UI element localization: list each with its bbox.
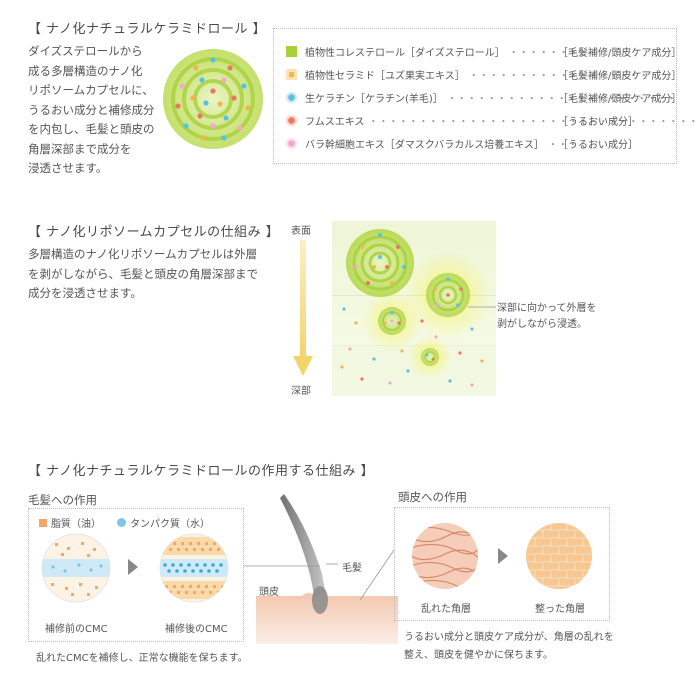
legend-category: ［うるおい成分］ [558, 139, 638, 151]
legend-item-rose-stem-cell: バラ幹細胞エキス［ダマスクバラカルス培養エキス］ ・・・ ［うるおい成分］ [286, 134, 638, 152]
legend-item-yuzu-ceramide: 植物性セラミド［ユズ果実エキス］ ・・・・・・・・・・・・・・・・・・ ［毛髪補… [286, 65, 681, 83]
leader-dots: ・・・・・・・・・・・・・・・・・・・・・・・ [446, 93, 677, 105]
scalp-layer [256, 593, 398, 644]
penetration-illustration [332, 221, 496, 396]
legend-category: ［毛髪補修/頭皮ケア成分］ [558, 47, 682, 59]
legend-item-soy-sterol: 植物性コレステロール［ダイズステロール］ ・・・・・・・・ ［毛髪補修/頭皮ケア… [286, 42, 681, 60]
circle-blue-icon [117, 518, 126, 527]
arrow-right-icon [498, 548, 508, 564]
legend-label: 植物性セラミド［ユズ果実エキス］ [305, 70, 465, 82]
scalp-effect-title: 頭皮への作用 [398, 490, 467, 504]
depth-arrow-icon [293, 240, 313, 376]
leader-dots: ・・・・・・・・ [508, 47, 589, 59]
legend-label: バラ幹細胞エキス［ダマスクバラカルス培養エキス］ [305, 139, 544, 151]
capsule-outer-layer [163, 49, 263, 149]
disordered-stratum-illustration [412, 523, 478, 589]
section3-title: 【 ナノ化ナチュラルケラミドロールの作用する仕組み 】 [28, 464, 375, 479]
deep-label: 深部 [291, 386, 311, 397]
hair-label: 毛髪 [342, 563, 362, 574]
hair-root [312, 586, 328, 614]
ingredient-legend: 植物性コレステロール［ダイズステロール］ ・・・・・・・・ ［毛髪補修/頭皮ケア… [273, 28, 698, 164]
legend-category: ［うるおい成分］ [558, 116, 638, 128]
scalp-label: 頭皮 [259, 587, 279, 598]
capsule-particles [175, 57, 251, 141]
legend-item-humus: フムスエキス ・・・・・・・・・・・・・・・・・・・・・・・・・・・・・・・・・… [286, 111, 700, 129]
cmc-after-label: 補修後のCMC [165, 624, 228, 635]
cmc-after-illustration [159, 533, 229, 603]
capsule-medium [426, 273, 470, 317]
leader-dots: ・・・・・・・・・・・・・・・・・・ [468, 70, 649, 82]
legend-category: ［毛髪補修/頭皮ケア成分］ [558, 70, 682, 82]
surface-label: 表面 [291, 226, 311, 237]
hair-effect-panel: 脂質（油） タンパク質（水） [28, 508, 244, 642]
dot-square-orange-icon [286, 68, 297, 80]
legend-category: ［毛髪補修/頭皮ケア成分］ [558, 93, 682, 105]
hair-effect-title: 毛髪への作用 [28, 493, 97, 507]
section2-title: 【 ナノ化リポソームカプセルの仕組み 】 [28, 225, 280, 240]
capsule-tiny [421, 348, 439, 366]
square-orange-icon [39, 518, 47, 527]
section1-body: ダイズステロールから 成る多層構造のナノ化 リポソームカプセルに、 うるおい成分… [28, 44, 155, 175]
ordered-stratum-label: 整った角層 [535, 604, 585, 615]
ordered-stratum-illustration [526, 523, 592, 589]
circle-pink-icon [286, 137, 297, 149]
scalp-effect-panel: 乱れた角層 整った角層 [394, 507, 610, 621]
disordered-stratum-label: 乱れた角層 [421, 604, 471, 615]
fat-legend-label: 脂質（油） [51, 519, 101, 530]
section1-title: 【 ナノ化ナチュラルケラミドロール 】 [28, 22, 267, 37]
legend-label: 生ケラチン［ケラチン(羊毛)］ [305, 93, 443, 105]
leader-dots: ・・・・・・・・・・・・・・・・・・・・・・・・・・・・・・・・・ [368, 116, 699, 128]
capsule-large [346, 229, 414, 297]
capsule-small [378, 307, 406, 335]
arrow-right-icon [128, 559, 138, 575]
cmc-before-illustration [41, 533, 111, 603]
leader-dots: ・・・ [547, 139, 578, 151]
released-particles [340, 307, 484, 387]
square-green-icon [286, 45, 297, 57]
protein-legend-label: タンパク質（水） [130, 519, 210, 530]
cmc-before-label: 補修前のCMC [45, 624, 108, 635]
fat-legend: 脂質（油） [39, 515, 101, 530]
circle-red-icon [286, 114, 297, 126]
circle-blue-icon [286, 91, 297, 103]
legend-label: フムスエキス [305, 116, 365, 128]
hair-scalp-illustration [244, 494, 398, 644]
nano-capsule-illustration [163, 49, 263, 149]
scalp-effect-caption: うるおい成分と頭皮ケア成分が、角層の乱れを 整え、頭皮を健やかに保ちます。 [404, 632, 614, 661]
legend-label: 植物性コレステロール［ダイズステロール］ [305, 47, 505, 59]
hair-strand [280, 494, 326, 596]
penetration-annotation: 深部に向かって外層を 剥がしながら浸透。 [497, 303, 597, 330]
section2-body: 多層構造のナノ化リポソームカプセルは外層 を剥がしながら、毛髪と頭皮の角層深部ま… [28, 247, 258, 300]
legend-item-keratin: 生ケラチン［ケラチン(羊毛)］ ・・・・・・・・・・・・・・・・・・・・・・・ … [286, 88, 681, 106]
hair-effect-caption: 乱れたCMCを補修し、正常な機能を保ちます。 [36, 653, 248, 664]
protein-legend: タンパク質（水） [117, 515, 210, 530]
